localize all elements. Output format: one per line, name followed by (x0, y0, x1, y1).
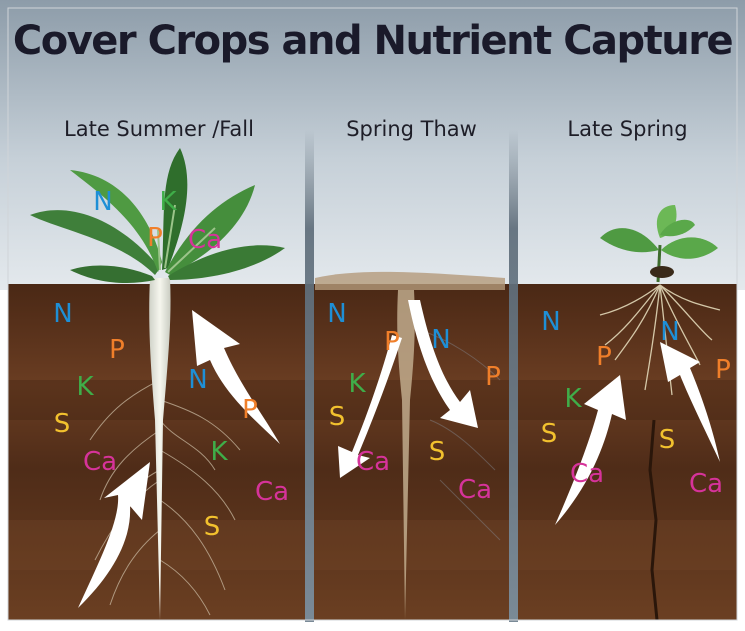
nutrient-p: P (384, 327, 400, 357)
nutrient-ca: Ca (689, 469, 723, 499)
nutrient-s: S (659, 425, 676, 455)
nutrient-ca: Ca (83, 447, 117, 477)
nutrient-n: N (327, 299, 346, 329)
nutrient-s: S (429, 437, 446, 467)
nutrient-ca: Ca (356, 447, 390, 477)
nutrient-s: S (541, 419, 558, 449)
nutrient-n: N (541, 307, 560, 337)
panel-divider (305, 130, 314, 622)
nutrient-k: K (76, 372, 94, 402)
nutrient-n: N (660, 317, 679, 347)
nutrient-k: K (564, 384, 582, 414)
nutrient-p: P (485, 362, 501, 392)
nutrient-p: P (596, 342, 612, 372)
nutrient-n: N (93, 187, 112, 217)
nutrient-s: S (329, 402, 346, 432)
nutrient-p: P (242, 395, 258, 425)
nutrient-p: P (147, 223, 163, 253)
panel-divider (509, 130, 518, 622)
panel-label-late-spring: Late Spring (518, 117, 737, 141)
nutrient-n: N (188, 365, 207, 395)
nutrient-ca: Ca (570, 459, 604, 489)
nutrient-p: P (715, 355, 731, 385)
panel-label-late-summer-fall: Late Summer /Fall (14, 117, 304, 141)
nutrient-k: K (348, 369, 366, 399)
nutrient-s: S (204, 512, 221, 542)
nutrient-n: N (53, 299, 72, 329)
nutrient-ca: Ca (255, 477, 289, 507)
nutrient-n: N (431, 325, 450, 355)
nutrient-p: P (109, 335, 125, 365)
nutrient-ca: Ca (188, 225, 222, 255)
diagram-title: Cover Crops and Nutrient Capture (0, 18, 745, 64)
nutrient-k: K (159, 187, 177, 217)
nutrient-k: K (210, 437, 228, 467)
nutrient-ca: Ca (458, 475, 492, 505)
panel-label-spring-thaw: Spring Thaw (314, 117, 509, 141)
nutrient-s: S (54, 409, 71, 439)
